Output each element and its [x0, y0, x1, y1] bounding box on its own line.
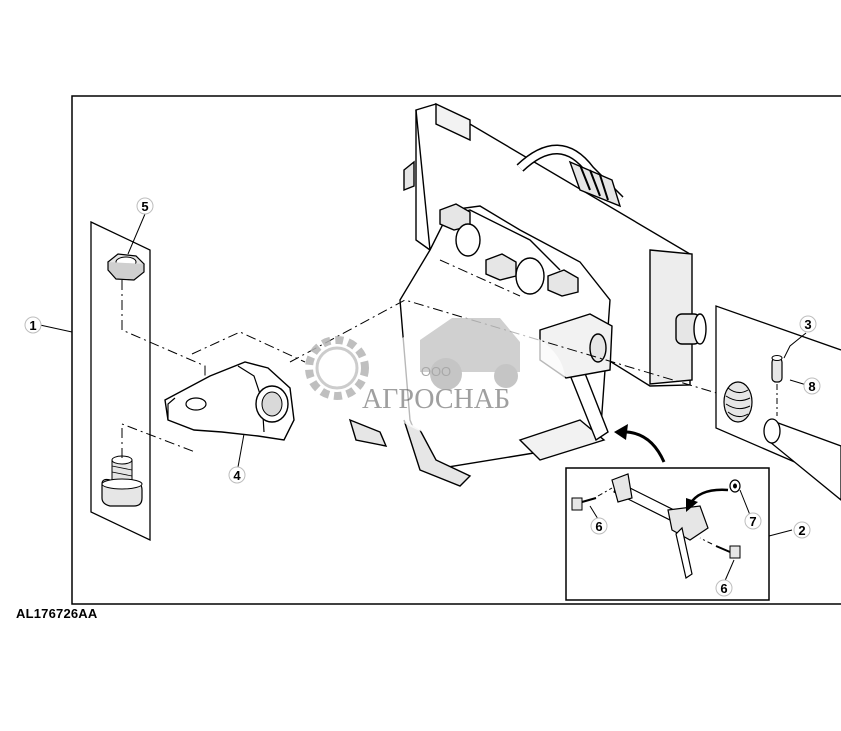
callout-3: 3	[804, 317, 811, 332]
hitch-assembly	[348, 102, 707, 487]
callout-4: 4	[233, 468, 241, 483]
nut-part-5	[107, 253, 145, 281]
assembly-lines-left	[121, 280, 306, 458]
diagram-frame	[71, 95, 841, 605]
callouts: 1 5 4 3 8 2 6 6 7	[24, 197, 821, 597]
lever-shaft	[611, 473, 709, 579]
side-knob	[675, 313, 707, 345]
bolt-part-6-b	[699, 537, 741, 559]
callout-7: 7	[749, 514, 756, 529]
clevis-part-4	[164, 361, 295, 441]
callout-6-right: 6	[720, 581, 727, 596]
washer-part-7	[729, 479, 741, 493]
callout-6-left: 6	[595, 519, 602, 534]
body-bolt-heads	[439, 203, 579, 297]
panel-group-3	[715, 305, 841, 501]
bolt-part-6-a	[571, 487, 613, 511]
curved-arrow	[619, 430, 666, 463]
tractor-silhouette-icon	[420, 318, 520, 390]
watermark: ООО АГРОСНАБ	[305, 318, 565, 440]
watermark-small-text: ООО	[421, 364, 451, 379]
callout-2: 2	[798, 523, 805, 538]
callout-5: 5	[141, 199, 148, 214]
bolt-part	[101, 455, 143, 507]
inset-arrow-head	[686, 498, 698, 512]
panel-group-1	[90, 220, 151, 542]
watermark-brand-text: АГРОСНАБ	[362, 384, 510, 415]
figure-code: AL176726AA	[16, 606, 98, 621]
coil-spring	[723, 381, 753, 423]
arrow-head	[614, 424, 628, 440]
hitch-pin	[763, 418, 841, 501]
spring-pin-part-8	[771, 355, 783, 416]
callout-1: 1	[29, 318, 36, 333]
coupler-knob	[568, 160, 622, 208]
callout-8: 8	[808, 379, 815, 394]
gear-icon	[305, 336, 369, 400]
